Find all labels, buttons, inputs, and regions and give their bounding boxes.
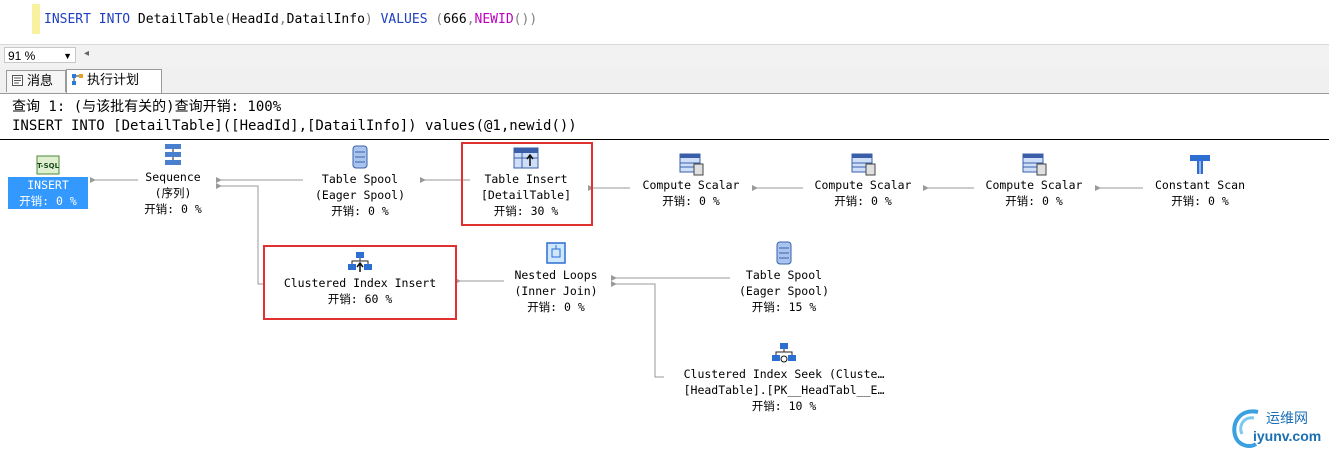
highlight-box-clustered-index-insert (263, 245, 457, 320)
plan-op-clustered-index-insert[interactable]: Clustered Index Insert 开销: 60 % (266, 250, 454, 307)
sql-statement[interactable]: INSERT INTO DetailTable(HeadId,DatailInf… (44, 12, 538, 27)
message-icon (12, 75, 23, 86)
sql-editor[interactable]: INSERT INTO DetailTable(HeadId,DatailInf… (0, 0, 1329, 44)
header-divider (0, 139, 1329, 140)
compute-scalar-icon (851, 153, 876, 176)
compute-scalar-icon (1022, 153, 1047, 176)
execution-plan-icon (72, 74, 83, 85)
connector-arrow (611, 281, 617, 287)
plan-op-insert[interactable]: T-SQL INSERT 开销: 0 % (8, 154, 88, 209)
plan-op-constant-scan[interactable]: Constant Scan 开销: 0 % (1144, 152, 1256, 209)
plan-op-table-spool[interactable]: Table Spool (Eager Spool) 开销: 15 % (726, 240, 842, 315)
clustered-index-insert-icon (348, 252, 372, 272)
table-spool-icon (352, 145, 368, 169)
plan-op-nested-loops[interactable]: Nested Loops (Inner Join) 开销: 0 % (503, 240, 609, 315)
tab-execution-plan[interactable]: 执行计划 (66, 69, 162, 93)
plan-op-compute-scalar[interactable]: Compute Scalar 开销: 0 % (630, 152, 752, 209)
connector-arrow (216, 183, 222, 189)
watermark-swirl-icon (1232, 409, 1259, 448)
execution-plan-pane[interactable]: 查询 1: (与该批有关的)查询开销: 100% INSERT INTO [De… (0, 94, 1329, 453)
plan-op-table-spool[interactable]: Table Spool (Eager Spool) 开销: 0 % (300, 144, 420, 219)
connector-arrow (923, 185, 929, 191)
compute-scalar-icon (679, 153, 704, 176)
plan-op-compute-scalar[interactable]: Compute Scalar 开销: 0 % (802, 152, 924, 209)
results-tabs: 消息 执行计划 (0, 67, 1329, 94)
zoom-select[interactable]: 91 % ▼ (4, 47, 76, 63)
plan-op-sequence[interactable]: Sequence (序列) 开销: 0 % (128, 142, 218, 217)
editor-change-marker (32, 4, 40, 34)
highlight-box-table-insert (461, 142, 593, 226)
connector-arrow (90, 177, 96, 183)
table-insert-icon (513, 147, 539, 169)
svg-text:T-SQL: T-SQL (37, 162, 60, 170)
table-spool-icon (776, 241, 792, 265)
chevron-down-icon: ▼ (63, 51, 72, 61)
nested-loops-icon (546, 242, 566, 264)
clustered-index-seek-icon (772, 343, 796, 363)
constant-scan-icon (1190, 155, 1210, 174)
zoom-bar: 91 % ▼ ◂ (0, 44, 1329, 67)
connector-arrow (1095, 185, 1101, 191)
query-statement-text: INSERT INTO [DetailTable]([HeadId],[Data… (12, 118, 577, 134)
sequence-icon (165, 144, 181, 165)
site-watermark-logo: 运维网 iyunv.com (1228, 404, 1328, 452)
plan-op-compute-scalar[interactable]: Compute Scalar 开销: 0 % (973, 152, 1095, 209)
connector-arrow (752, 185, 758, 191)
connector-arrow (611, 275, 617, 281)
connector-arrow (216, 177, 222, 183)
tsql-icon: T-SQL (36, 155, 60, 175)
scroll-left-icon[interactable]: ◂ (84, 48, 90, 59)
connector-line (216, 185, 265, 285)
plan-op-clustered-index-seek[interactable]: Clustered Index Seek (Cluste… [HeadTable… (662, 341, 906, 414)
plan-op-table-insert[interactable]: Table Insert [DetailTable] 开销: 30 % (466, 144, 586, 219)
plan-connectors (90, 177, 1143, 378)
query-cost-header: 查询 1: (与该批有关的)查询开销: 100% (12, 99, 282, 115)
tab-messages[interactable]: 消息 (6, 70, 66, 92)
connector-line (611, 283, 664, 378)
connector-arrow (420, 177, 426, 183)
